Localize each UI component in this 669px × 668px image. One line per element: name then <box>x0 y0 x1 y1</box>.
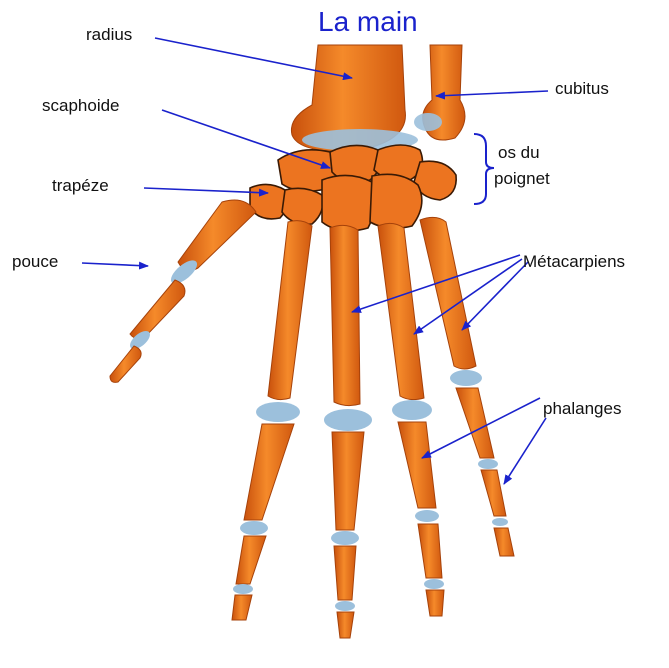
little-joint-1 <box>450 370 482 386</box>
thumb-metacarpal <box>178 200 256 270</box>
index-proximal-phalanx <box>244 424 294 520</box>
index-joint-2 <box>240 521 268 535</box>
label-pouce: pouce <box>12 253 58 270</box>
index-distal-phalanx <box>232 595 252 620</box>
cubitus-cartilage <box>414 113 442 131</box>
label-scaphoide: scaphoide <box>42 97 120 114</box>
label-poignet: poignet <box>494 170 550 187</box>
middle-joint-3 <box>335 601 355 611</box>
thumb-distal-phalanx <box>110 346 141 382</box>
index-middle-phalanx <box>236 536 266 584</box>
middle-proximal-phalanx <box>332 432 364 530</box>
ring-joint-2 <box>415 510 439 522</box>
label-os-du: os du <box>498 144 540 161</box>
little-middle-phalanx <box>481 470 506 516</box>
ring-joint-3 <box>424 579 444 589</box>
thumb-proximal-phalanx <box>130 280 185 339</box>
phalanges-arrow-2 <box>504 418 546 484</box>
diagram-title: La main <box>318 8 418 36</box>
forearm-bones <box>291 45 465 151</box>
pouce-arrow <box>82 263 148 266</box>
metacarpiens-arrow-3 <box>462 262 528 330</box>
index-joint-1 <box>256 402 300 422</box>
ring-joint-1 <box>392 400 432 420</box>
trapeze-bone <box>250 184 288 218</box>
little-joint-3 <box>492 518 508 526</box>
label-metacarpiens: Métacarpiens <box>523 253 625 270</box>
wrist-bracket <box>474 134 494 204</box>
index-finger <box>232 221 312 620</box>
middle-metacarpal <box>330 225 360 405</box>
hamate-bone <box>370 174 422 228</box>
little-metacarpal <box>420 217 476 369</box>
middle-joint-2 <box>331 531 359 545</box>
middle-distal-phalanx <box>337 612 354 638</box>
middle-finger <box>324 225 372 638</box>
index-metacarpal <box>268 221 312 400</box>
trapezoid-bone <box>282 188 323 224</box>
label-phalanges: phalanges <box>543 400 621 417</box>
label-cubitus: cubitus <box>555 80 609 97</box>
index-joint-3 <box>233 584 253 594</box>
ring-proximal-phalanx <box>398 422 436 508</box>
ring-metacarpal <box>378 223 424 399</box>
little-joint-2 <box>478 459 498 469</box>
thumb <box>110 200 256 382</box>
middle-middle-phalanx <box>334 546 356 600</box>
ring-middle-phalanx <box>418 524 442 578</box>
little-distal-phalanx <box>494 528 514 556</box>
label-radius: radius <box>86 26 132 43</box>
ring-distal-phalanx <box>426 590 444 616</box>
label-trapeze: trapéze <box>52 177 109 194</box>
capitate-bone <box>322 175 375 230</box>
middle-joint-1 <box>324 409 372 431</box>
little-proximal-phalanx <box>456 388 494 458</box>
